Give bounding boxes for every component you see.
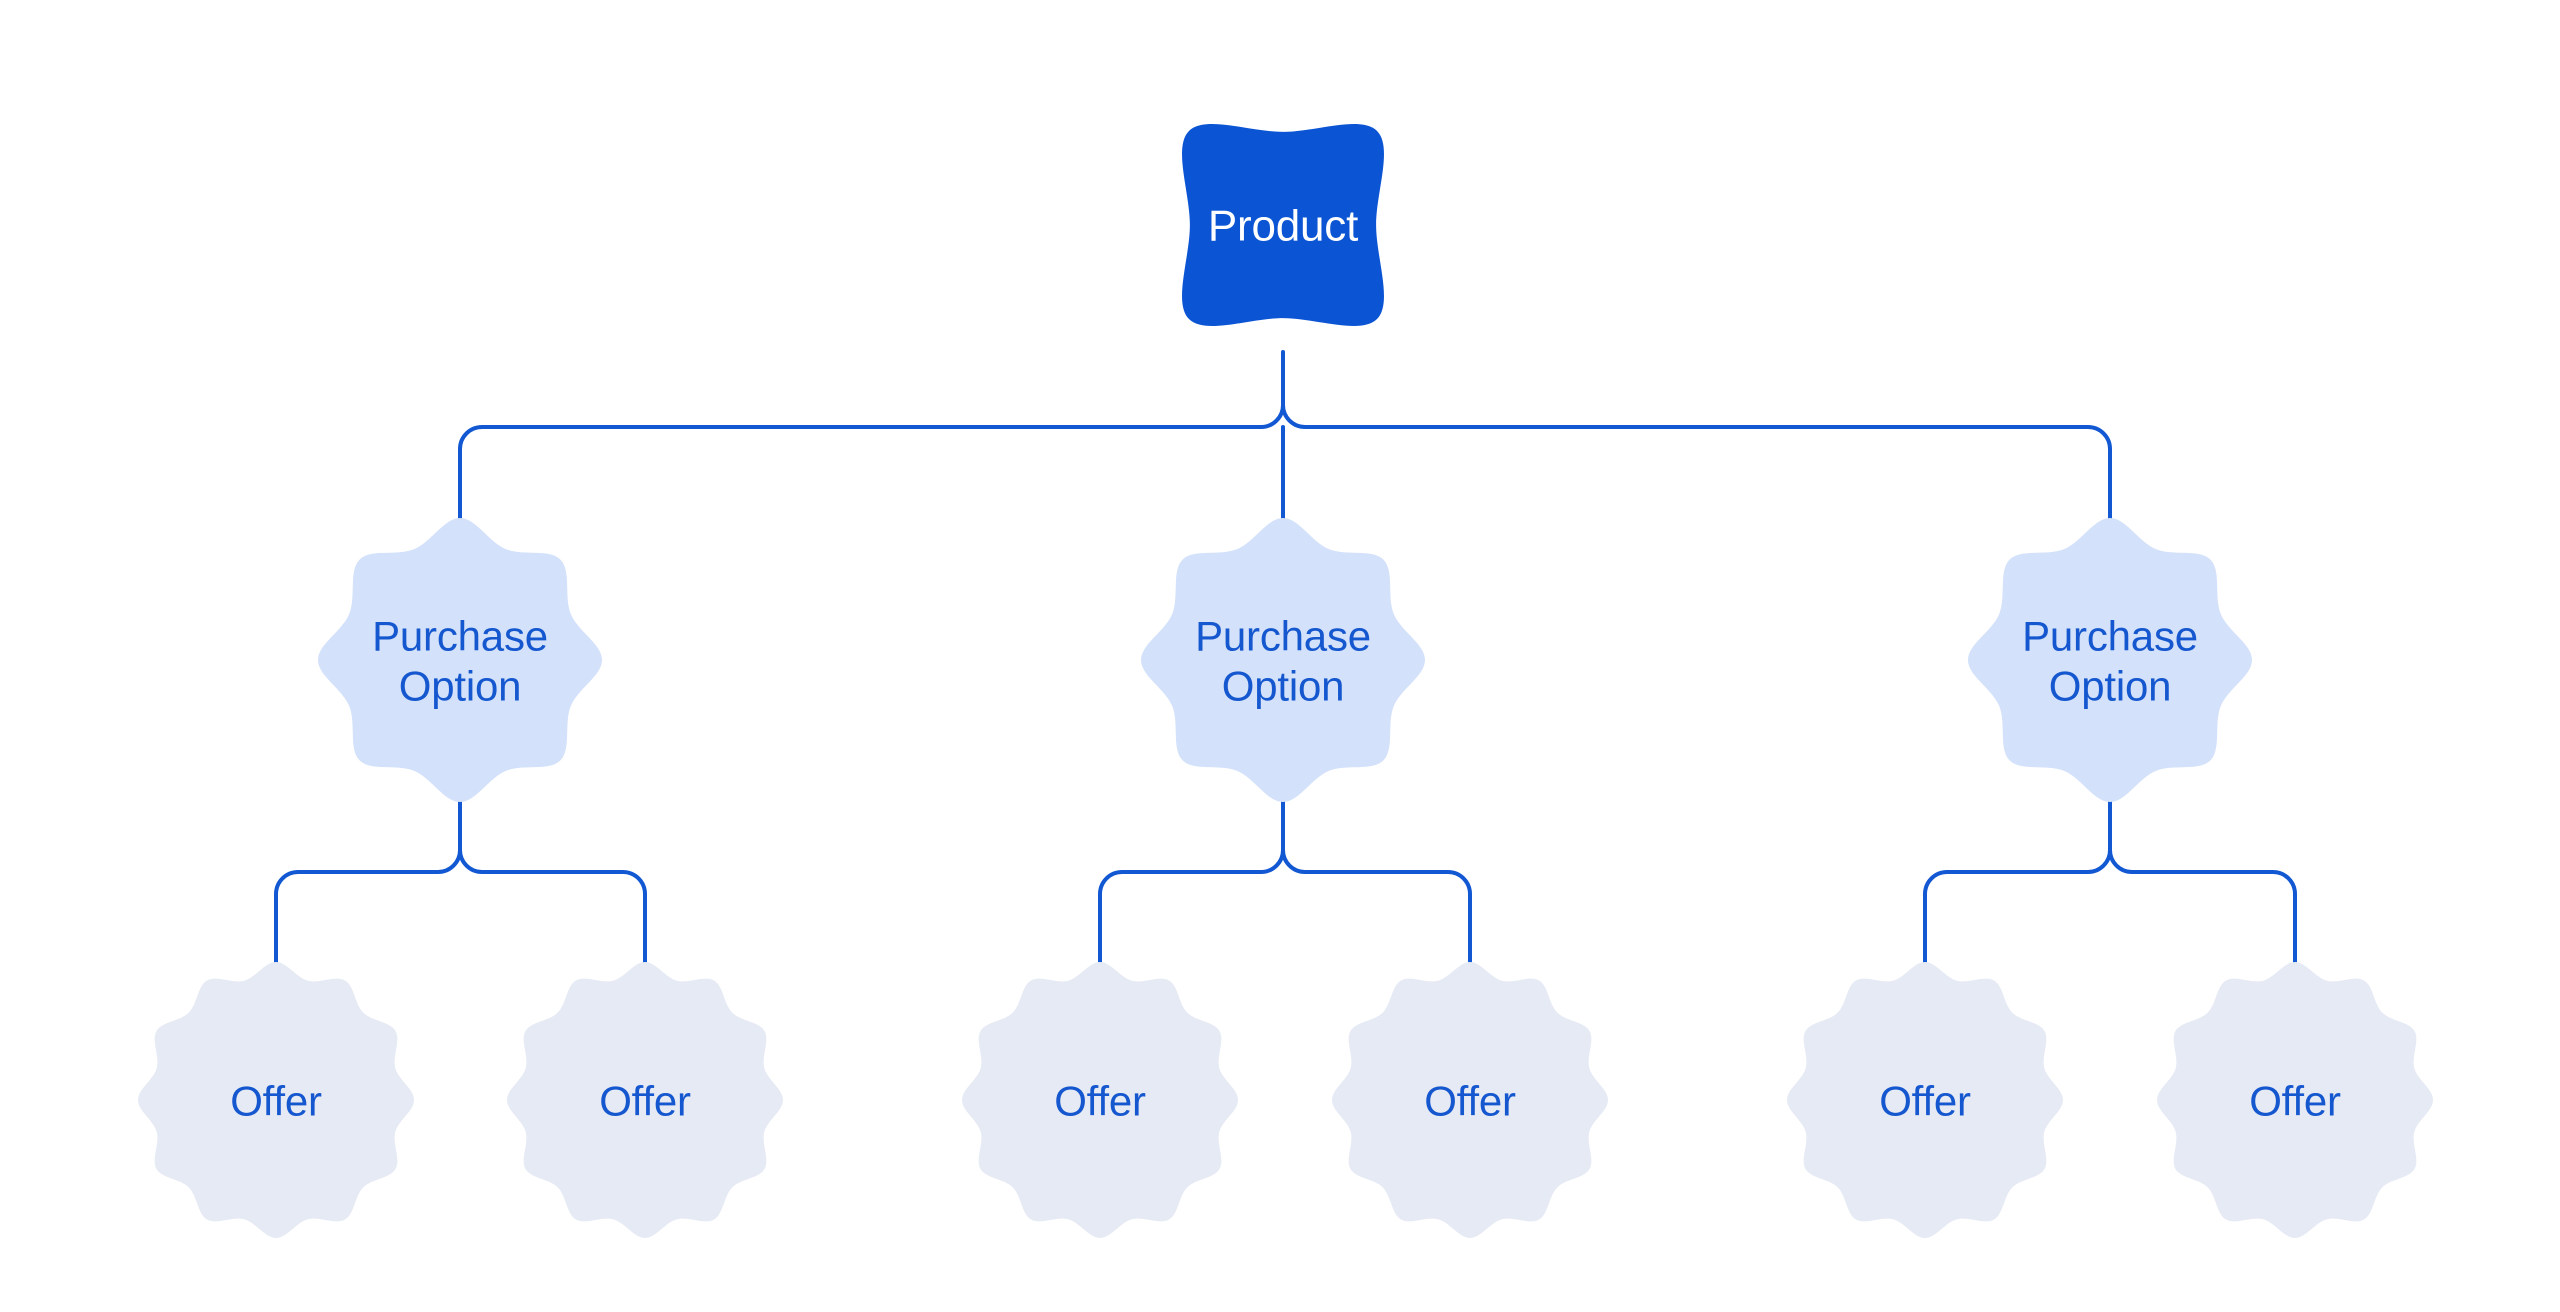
node-offer-3[interactable] [962, 962, 1238, 1238]
node-offer-1[interactable] [138, 962, 414, 1238]
node-offer-5[interactable] [1787, 962, 2063, 1238]
edge-bus-option1 [274, 848, 647, 964]
node-purchase-option-2[interactable] [1141, 518, 1425, 802]
edge-bus-option2 [1098, 848, 1472, 964]
node-shape-group [138, 124, 2433, 1238]
node-shape-offer-4 [1332, 962, 1608, 1238]
node-shape-offer-2 [507, 962, 783, 1238]
node-shape-purchase-option-2 [1141, 518, 1425, 802]
node-purchase-option-1[interactable] [318, 518, 602, 802]
node-offer-6[interactable] [2157, 962, 2433, 1238]
node-shape-product [1182, 124, 1384, 326]
node-shape-offer-6 [2157, 962, 2433, 1238]
node-product[interactable] [1150, 92, 1416, 358]
node-shape-purchase-option-1 [318, 518, 602, 802]
edge-bus-option3 [1923, 848, 2297, 964]
edge-bus-level2 [458, 403, 2112, 521]
connector-group [274, 350, 2297, 964]
node-shape-offer-1 [138, 962, 414, 1238]
node-shape-purchase-option-3 [1968, 518, 2252, 802]
node-shape-offer-3 [962, 962, 1238, 1238]
node-purchase-option-3[interactable] [1968, 518, 2252, 802]
node-offer-4[interactable] [1332, 962, 1608, 1238]
node-shape-offer-5 [1787, 962, 2063, 1238]
node-offer-2[interactable] [507, 962, 783, 1238]
